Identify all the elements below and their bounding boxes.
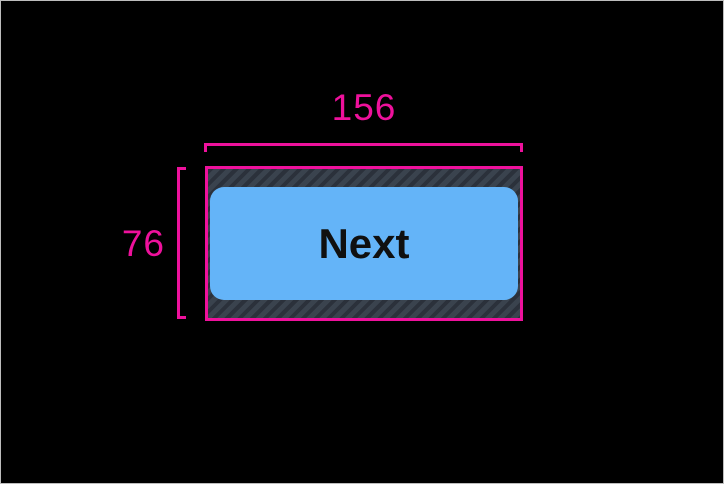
widget-bounds-overlay: Next	[205, 166, 523, 321]
width-dimension-label: 156	[331, 87, 397, 128]
height-dimension-label: 76	[121, 223, 165, 264]
height-dimension-bracket	[177, 167, 186, 319]
next-button[interactable]: Next	[210, 187, 518, 300]
width-dimension-bracket	[204, 143, 523, 152]
